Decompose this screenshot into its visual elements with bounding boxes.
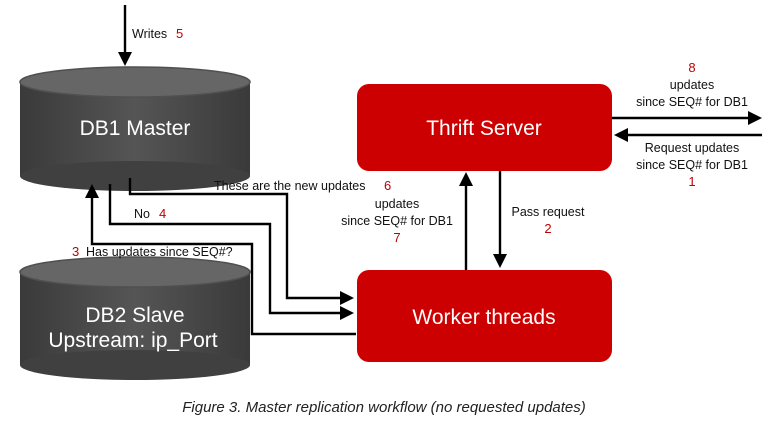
thrift-server-label: Thrift Server bbox=[426, 117, 542, 140]
worker-threads-label: Worker threads bbox=[412, 306, 555, 329]
has-updates-step: 3 bbox=[72, 244, 79, 259]
worker-threads-box: Worker threads bbox=[357, 270, 612, 362]
thrift-server-box: Thrift Server bbox=[357, 84, 612, 171]
new-updates-label: These are the new updates bbox=[214, 179, 366, 193]
db2-slave-label: DB2 Slave bbox=[85, 304, 184, 327]
has-updates-label: Has updates since SEQ#? bbox=[86, 245, 233, 259]
worker-to-thrift-arrow: updates since SEQ# for DB1 7 bbox=[341, 172, 473, 270]
no-label: No bbox=[134, 207, 150, 221]
pass-request-arrow: Pass request 2 bbox=[493, 171, 585, 268]
pass-request-label: Pass request bbox=[512, 205, 585, 219]
writes-step: 5 bbox=[176, 26, 183, 41]
no-step: 4 bbox=[159, 206, 166, 221]
worker-to-thrift-step: 7 bbox=[393, 230, 400, 245]
worker-to-thrift-line2: since SEQ# for DB1 bbox=[341, 214, 453, 228]
response-out-arrow: 8 updates since SEQ# for DB1 bbox=[612, 60, 762, 125]
db2-slave-cylinder: DB2 Slave Upstream: ip_Port bbox=[19, 256, 251, 380]
request-in-step: 1 bbox=[688, 174, 695, 189]
worker-to-thrift-line1: updates bbox=[375, 197, 419, 211]
db1-master-cylinder: DB1 Master bbox=[19, 66, 251, 191]
request-in-arrow: Request updates since SEQ# for DB1 1 bbox=[614, 128, 762, 189]
figure-caption: Figure 3. Master replication workflow (n… bbox=[182, 399, 586, 416]
pass-request-step: 2 bbox=[544, 221, 551, 236]
db2-upstream-label: Upstream: ip_Port bbox=[48, 329, 217, 352]
response-out-step: 8 bbox=[688, 60, 695, 75]
new-updates-arrow: These are the new updates 6 bbox=[128, 178, 391, 305]
response-out-line2: since SEQ# for DB1 bbox=[636, 95, 748, 109]
request-in-line1: Request updates bbox=[645, 141, 740, 155]
response-out-line1: updates bbox=[670, 78, 714, 92]
db1-master-label: DB1 Master bbox=[80, 117, 191, 140]
request-in-line2: since SEQ# for DB1 bbox=[636, 158, 748, 172]
has-updates-arrow: 3 Has updates since SEQ#? bbox=[72, 184, 356, 336]
writes-arrow: Writes 5 bbox=[118, 5, 183, 66]
writes-label: Writes bbox=[132, 27, 167, 41]
no-arrow: No 4 bbox=[108, 184, 354, 320]
new-updates-step: 6 bbox=[384, 178, 391, 193]
